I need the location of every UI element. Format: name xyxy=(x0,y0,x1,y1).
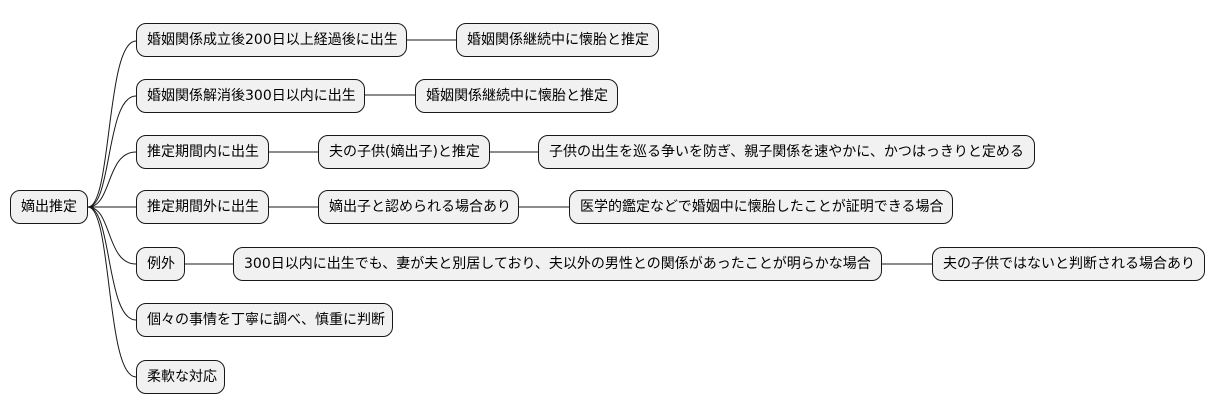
branch-node: 個々の事情を丁寧に調べ、慎重に判断 xyxy=(136,303,393,337)
branch-node: 推定期間内に出生 xyxy=(136,135,269,169)
child-node: 夫の子供(嫡出子)と推定 xyxy=(318,135,490,169)
branch-node: 例外 xyxy=(136,247,185,281)
child-node: 嫡出子と認められる場合あり xyxy=(318,190,519,224)
child-node: 医学的鑑定などで婚姻中に懐胎したことが証明できる場合 xyxy=(569,190,953,224)
child-node: 夫の子供ではないと判断される場合あり xyxy=(932,247,1205,281)
branch-node: 柔軟な対応 xyxy=(136,360,225,394)
root-node: 嫡出推定 xyxy=(10,190,88,224)
child-node: 300日以内に出生でも、妻が夫と別居しており、夫以外の男性との関係があったことが… xyxy=(233,247,882,281)
branch-node: 婚姻関係解消後300日以内に出生 xyxy=(136,79,365,113)
child-node: 婚姻関係継続中に懐胎と推定 xyxy=(415,79,618,113)
child-node: 婚姻関係継続中に懐胎と推定 xyxy=(456,23,659,57)
branch-node: 婚姻関係成立後200日以上経過後に出生 xyxy=(136,23,407,57)
child-node: 子供の出生を巡る争いを防ぎ、親子関係を速やかに、かつはっきりと定める xyxy=(538,135,1035,169)
branch-node: 推定期間外に出生 xyxy=(136,190,269,224)
